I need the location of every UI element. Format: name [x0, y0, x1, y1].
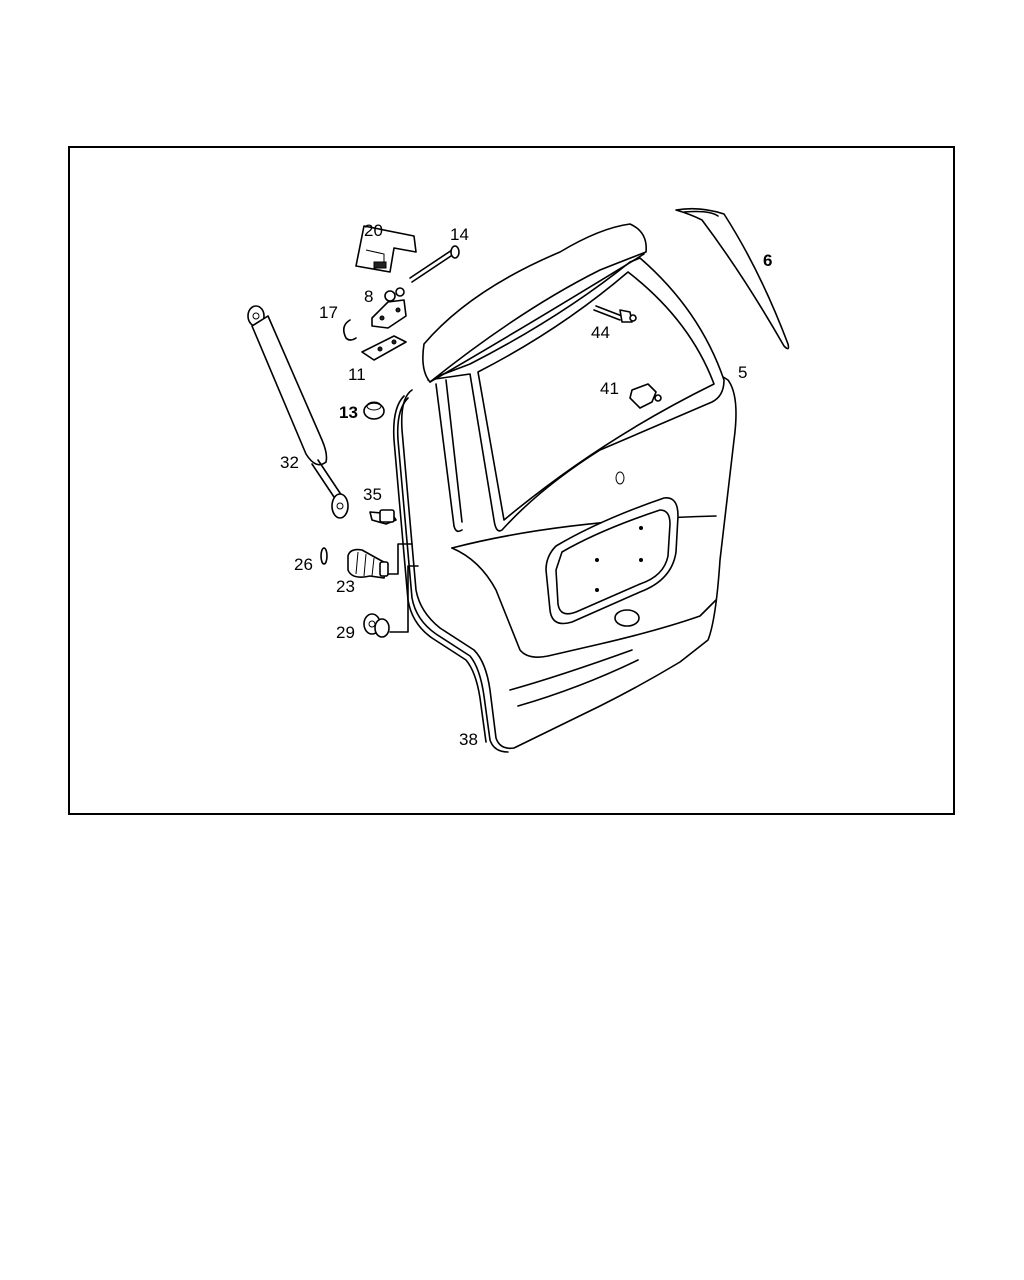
- callout-17: 17: [319, 303, 338, 322]
- callout-26: 26: [294, 555, 313, 574]
- callout-6: 6: [763, 251, 772, 270]
- callout-35: 35: [363, 485, 382, 504]
- adjusting-buffer-29: [363, 565, 419, 638]
- callout-20: 20: [364, 221, 383, 240]
- retaining-clip-17: [342, 319, 357, 341]
- diagram-frame: [68, 146, 955, 815]
- callout-11: 11: [348, 365, 366, 384]
- licence-plate-recess: [545, 471, 679, 627]
- callout-14: 14: [450, 225, 469, 244]
- callout-44: 44: [591, 323, 610, 342]
- bolt-44: [593, 305, 637, 323]
- o-ring-26: [320, 547, 328, 565]
- bolt-14: [409, 245, 460, 283]
- callout-41: 41: [600, 379, 619, 398]
- gas-strut: [247, 305, 349, 519]
- hinge-plate-11: [361, 335, 407, 361]
- callout-29: 29: [336, 623, 355, 642]
- seal-strip: [392, 395, 509, 753]
- hinge-8: [371, 287, 407, 329]
- buffer-35: [369, 509, 397, 525]
- hinge-cover-20: [355, 225, 417, 273]
- callout-38: 38: [459, 730, 478, 749]
- callout-23: 23: [336, 577, 355, 596]
- callout-5: 5: [738, 363, 747, 382]
- rear-window: [427, 257, 725, 533]
- callout-13: 13: [339, 403, 358, 422]
- callout-8: 8: [364, 287, 373, 306]
- roof-spoiler: [422, 223, 647, 383]
- grommet-13: [363, 401, 385, 420]
- clip-41: [629, 383, 662, 409]
- trim-strip: [675, 207, 790, 350]
- stop-buffer-23: [347, 543, 413, 579]
- callout-32: 32: [280, 453, 299, 472]
